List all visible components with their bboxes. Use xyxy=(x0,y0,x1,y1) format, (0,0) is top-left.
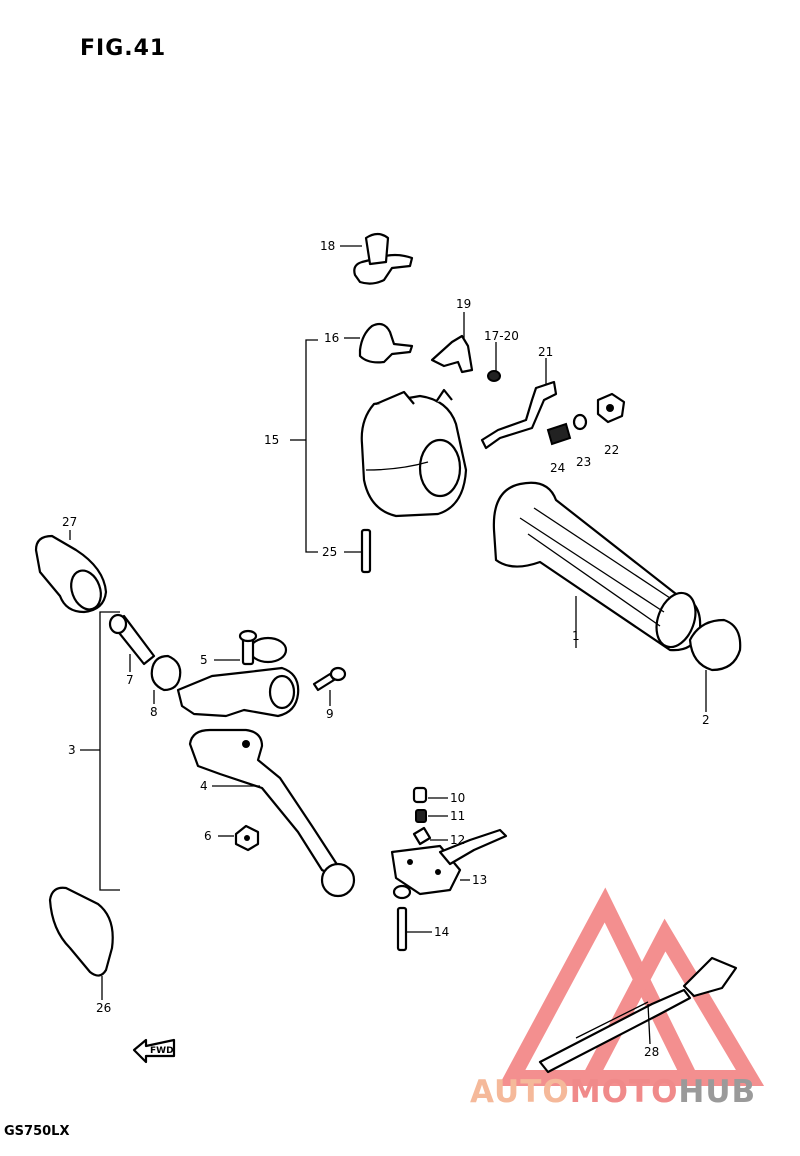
label-21: 21 xyxy=(538,345,553,359)
label-26: 26 xyxy=(96,1001,111,1015)
label-5: 5 xyxy=(200,653,208,667)
part-6-nut xyxy=(234,824,260,852)
part-17-20-screw xyxy=(487,370,501,382)
label-15: 15 xyxy=(264,433,279,447)
label-18: 18 xyxy=(320,239,335,253)
leader-lines xyxy=(69,245,707,1045)
part-13-switch-bracket xyxy=(390,828,508,896)
label-9: 9 xyxy=(326,707,334,721)
label-6: 6 xyxy=(204,829,212,843)
label-14: 14 xyxy=(434,925,449,939)
part-28-clutch-cable xyxy=(538,956,738,1074)
model-code: GS750LX xyxy=(4,1124,70,1139)
label-7: 7 xyxy=(126,673,134,687)
label-16: 16 xyxy=(324,331,339,345)
label-28: 28 xyxy=(644,1045,659,1059)
part-18-switch-case-upper xyxy=(353,232,414,285)
part-12-contact xyxy=(412,826,432,846)
label-2: 2 xyxy=(702,713,710,727)
label-23: 23 xyxy=(576,455,591,469)
label-22: 22 xyxy=(604,443,619,457)
watermark-triangle-right xyxy=(576,918,765,1086)
label-17-20: 17-20 xyxy=(484,329,519,343)
label-11: 11 xyxy=(450,809,465,823)
label-27: 27 xyxy=(62,515,77,529)
part-labels: 18 16 19 17-20 21 22 23 24 15 25 1 2 27 … xyxy=(62,239,710,1059)
part-27-lever-cover xyxy=(34,534,108,614)
part-8-bushing xyxy=(150,654,182,692)
part-14-screw xyxy=(392,884,412,952)
bracket-lines xyxy=(80,339,318,891)
label-8: 8 xyxy=(150,705,158,719)
watermark-text: AUTOMOTOHUB xyxy=(470,1074,756,1110)
part-2-grip-end-cap xyxy=(688,618,742,672)
watermark-logo xyxy=(498,887,765,1086)
part-1-handlebar-grip xyxy=(492,481,702,652)
label-10: 10 xyxy=(450,791,465,805)
figure-title: FIG.41 xyxy=(80,36,167,61)
part-15-switch-housing xyxy=(360,388,468,518)
label-3: 3 xyxy=(68,743,76,757)
part-9-screw xyxy=(312,666,347,692)
part-24-spring xyxy=(546,422,572,446)
label-4: 4 xyxy=(200,779,208,793)
label-13: 13 xyxy=(472,873,487,887)
part-4-clutch-lever xyxy=(188,728,356,898)
part-3-lever-holder xyxy=(176,629,300,718)
label-19: 19 xyxy=(456,297,471,311)
label-12: 12 xyxy=(450,833,465,847)
part-23-washer xyxy=(572,413,588,431)
fwd-label: FWD xyxy=(150,1046,174,1056)
part-7-bolt xyxy=(108,613,156,666)
label-24: 24 xyxy=(550,461,565,475)
label-25: 25 xyxy=(322,545,337,559)
fwd-arrow: FWD xyxy=(132,1038,176,1064)
watermark-text-auto: AUTO xyxy=(470,1074,570,1110)
watermark-text-moto: MOTO xyxy=(569,1074,679,1110)
part-25-screw xyxy=(360,528,372,574)
part-16-switch-clamp xyxy=(358,322,414,364)
label-1: 1 xyxy=(572,629,580,643)
part-22-nut xyxy=(596,392,626,424)
part-26-lever-boot xyxy=(48,886,114,977)
part-21-cable-guide xyxy=(480,380,558,450)
part-19-bracket xyxy=(430,334,474,374)
watermark-text-hub: HUB xyxy=(678,1074,757,1110)
part-10-switch-cap xyxy=(412,786,428,804)
part-11-spring xyxy=(415,809,427,823)
